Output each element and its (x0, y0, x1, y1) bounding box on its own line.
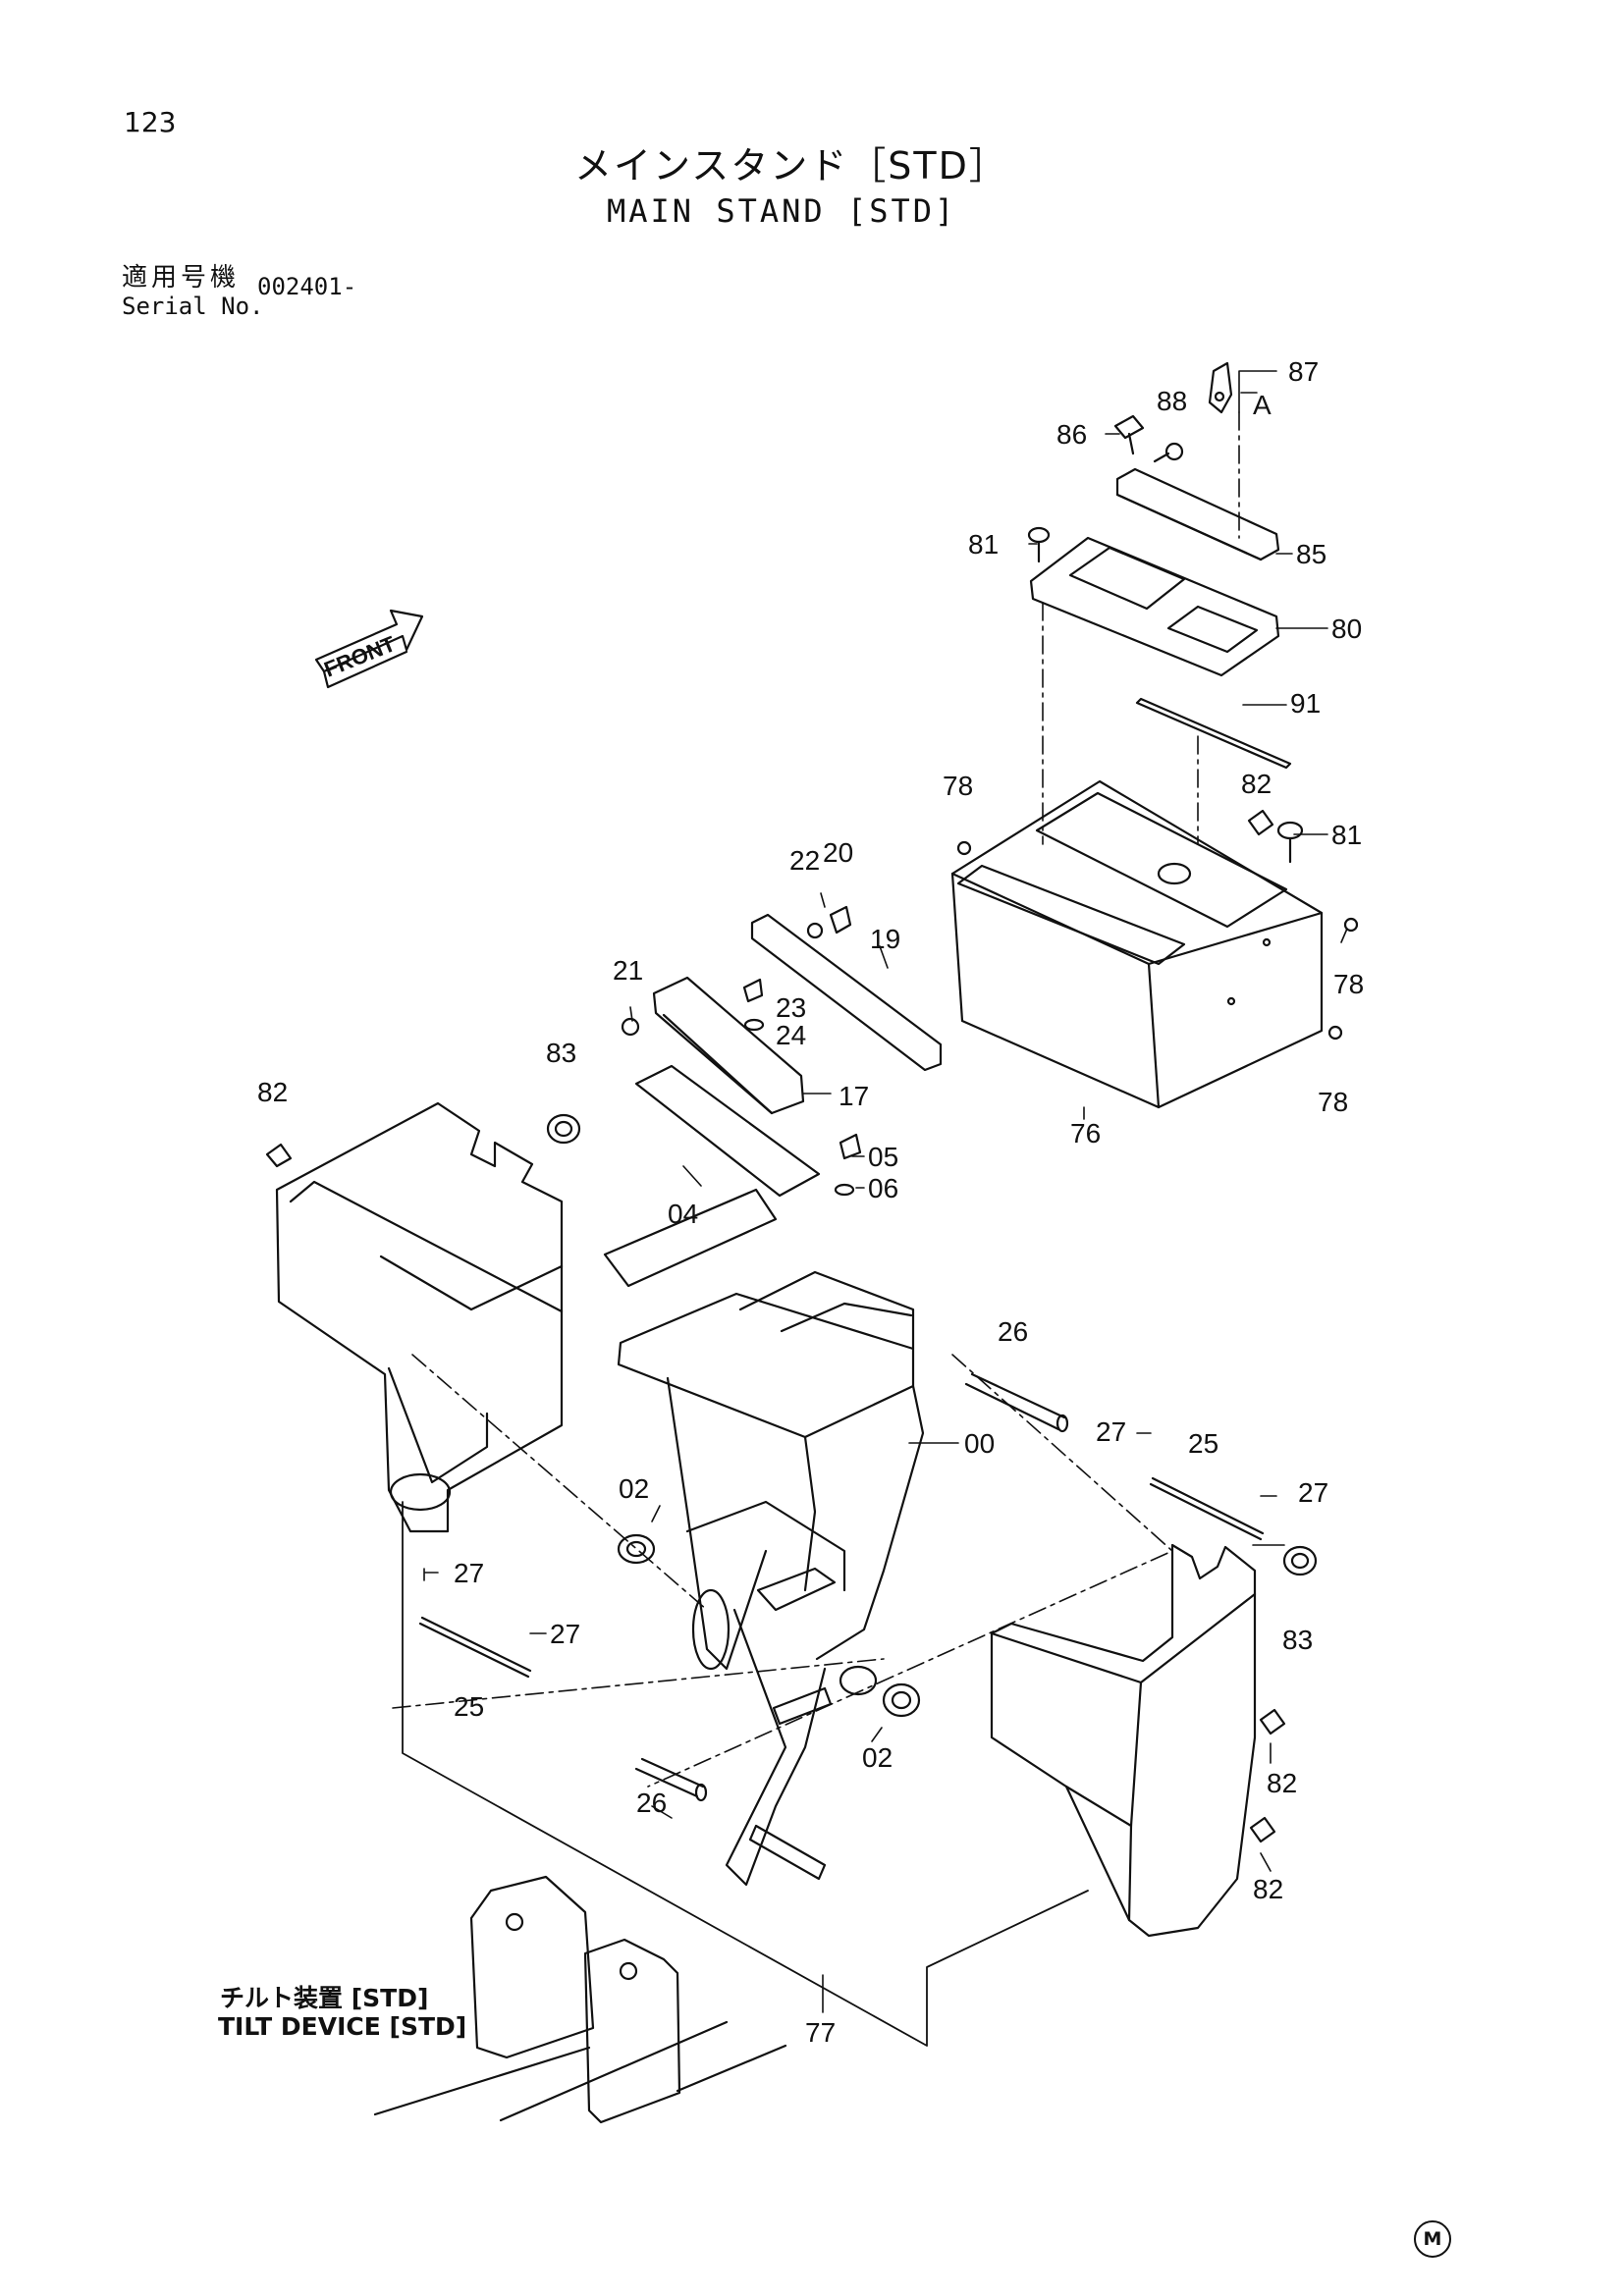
callout-27-lower-left: 27 (454, 1558, 484, 1588)
callout-20: 20 (823, 837, 853, 868)
callout-85: 85 (1296, 539, 1326, 569)
callout-06: 06 (868, 1173, 898, 1203)
callout-17: 17 (839, 1081, 869, 1111)
callout-19: 19 (870, 924, 900, 954)
front-label: FRONT (321, 631, 400, 682)
callout-02-upper: 02 (619, 1473, 649, 1504)
callout-83-right: 83 (1282, 1625, 1313, 1655)
title-english: MAIN STAND [STD] (607, 192, 957, 230)
callout-00: 00 (964, 1428, 995, 1459)
callout-26-upper: 26 (998, 1316, 1028, 1347)
small-fasteners (621, 905, 862, 1197)
callout-04: 04 (668, 1199, 698, 1229)
plate-19 (750, 913, 943, 1072)
callout-26-lower: 26 (636, 1788, 667, 1818)
left-side-cover (275, 1101, 564, 1533)
callout-22: 22 (789, 845, 820, 876)
bolt-81-top-icon (1027, 526, 1051, 563)
grommet-83-left-icon (546, 1113, 581, 1145)
callout-82-right-upper: 82 (1267, 1768, 1297, 1798)
callout-76: 76 (1070, 1118, 1101, 1148)
bracket-87 (1208, 361, 1233, 414)
serial-number-value: 002401- (257, 273, 357, 300)
serial-label-japanese: 適用号機 (122, 263, 241, 293)
callout-77: 77 (805, 2017, 836, 2048)
page-number: 123 (124, 106, 177, 138)
bolt-81-console-icon (1276, 821, 1304, 864)
pin-26-upper (964, 1372, 1069, 1433)
detail-label-a: A (1253, 390, 1272, 420)
callout-27-upper-left: 27 (1096, 1416, 1126, 1447)
callout-78-bottom: 78 (1318, 1087, 1348, 1117)
callout-27-upper-right: 27 (1298, 1477, 1328, 1508)
bolt-86-icon (1113, 414, 1145, 455)
callout-23: 23 (776, 992, 806, 1023)
callout-27-lower-right: 27 (550, 1619, 580, 1649)
serial-label-english: Serial No. (122, 293, 264, 320)
callout-02-lower: 02 (862, 1742, 893, 1773)
callout-leaders (423, 370, 1348, 2013)
tilt-device (373, 1875, 787, 2124)
bolt-82-left-icon (265, 1143, 293, 1168)
callout-05: 05 (868, 1142, 898, 1172)
console-box-76 (950, 779, 1324, 1109)
corner-mark-icon: M (1414, 2220, 1451, 2258)
pin-25-left (418, 1616, 532, 1679)
callout-81-console: 81 (1331, 820, 1362, 850)
seal-91 (1135, 697, 1292, 770)
callout-80: 80 (1331, 614, 1362, 644)
screw-78-icon (956, 840, 1359, 1041)
callout-81-top: 81 (968, 529, 999, 560)
bushing-02-icon (617, 1533, 921, 1718)
title-japanese: メインスタンド［STD］ (574, 144, 1008, 187)
callout-82-left: 82 (257, 1077, 288, 1107)
tilt-device-label-english: TILT DEVICE [STD] (218, 2012, 467, 2041)
bolt-82-right-icon (1249, 1708, 1286, 1843)
pin-26-lower (634, 1757, 708, 1802)
callout-86: 86 (1056, 419, 1087, 450)
callout-numbers: 87 A 88 86 85 81 80 91 78 82 81 78 78 76… (257, 356, 1364, 2048)
callout-87: 87 (1288, 356, 1319, 387)
callout-82-right-lower: 82 (1253, 1874, 1283, 1904)
right-side-cover (990, 1543, 1257, 1938)
bolt-88-icon (1153, 442, 1184, 463)
bracket-85 (1115, 467, 1280, 561)
bolt-82-upper-icon (1247, 809, 1274, 836)
callout-91: 91 (1290, 688, 1321, 719)
cover-plate-80 (1029, 536, 1280, 677)
tilt-bracket-line-77 (402, 1501, 1089, 2047)
callout-25-right: 25 (1188, 1428, 1218, 1459)
callout-78-right: 78 (1333, 969, 1364, 999)
tilt-device-label-japanese: チルト装置 [STD] (220, 1984, 429, 2012)
callout-83-left: 83 (546, 1038, 576, 1068)
guide-lines (392, 411, 1240, 1788)
plate-04 (634, 1064, 821, 1198)
callout-82-console: 82 (1241, 769, 1272, 799)
callout-21: 21 (613, 955, 643, 986)
front-arrow-icon: FRONT (314, 609, 424, 689)
callout-24: 24 (776, 1020, 806, 1050)
pin-25-right (1149, 1476, 1265, 1541)
grommet-83-right-icon (1282, 1545, 1318, 1576)
callout-78-left: 78 (943, 771, 973, 801)
callout-25-left: 25 (454, 1691, 484, 1722)
main-stand-frame-00 (603, 1188, 925, 1887)
plate-17 (652, 976, 805, 1115)
callout-88: 88 (1157, 386, 1187, 416)
